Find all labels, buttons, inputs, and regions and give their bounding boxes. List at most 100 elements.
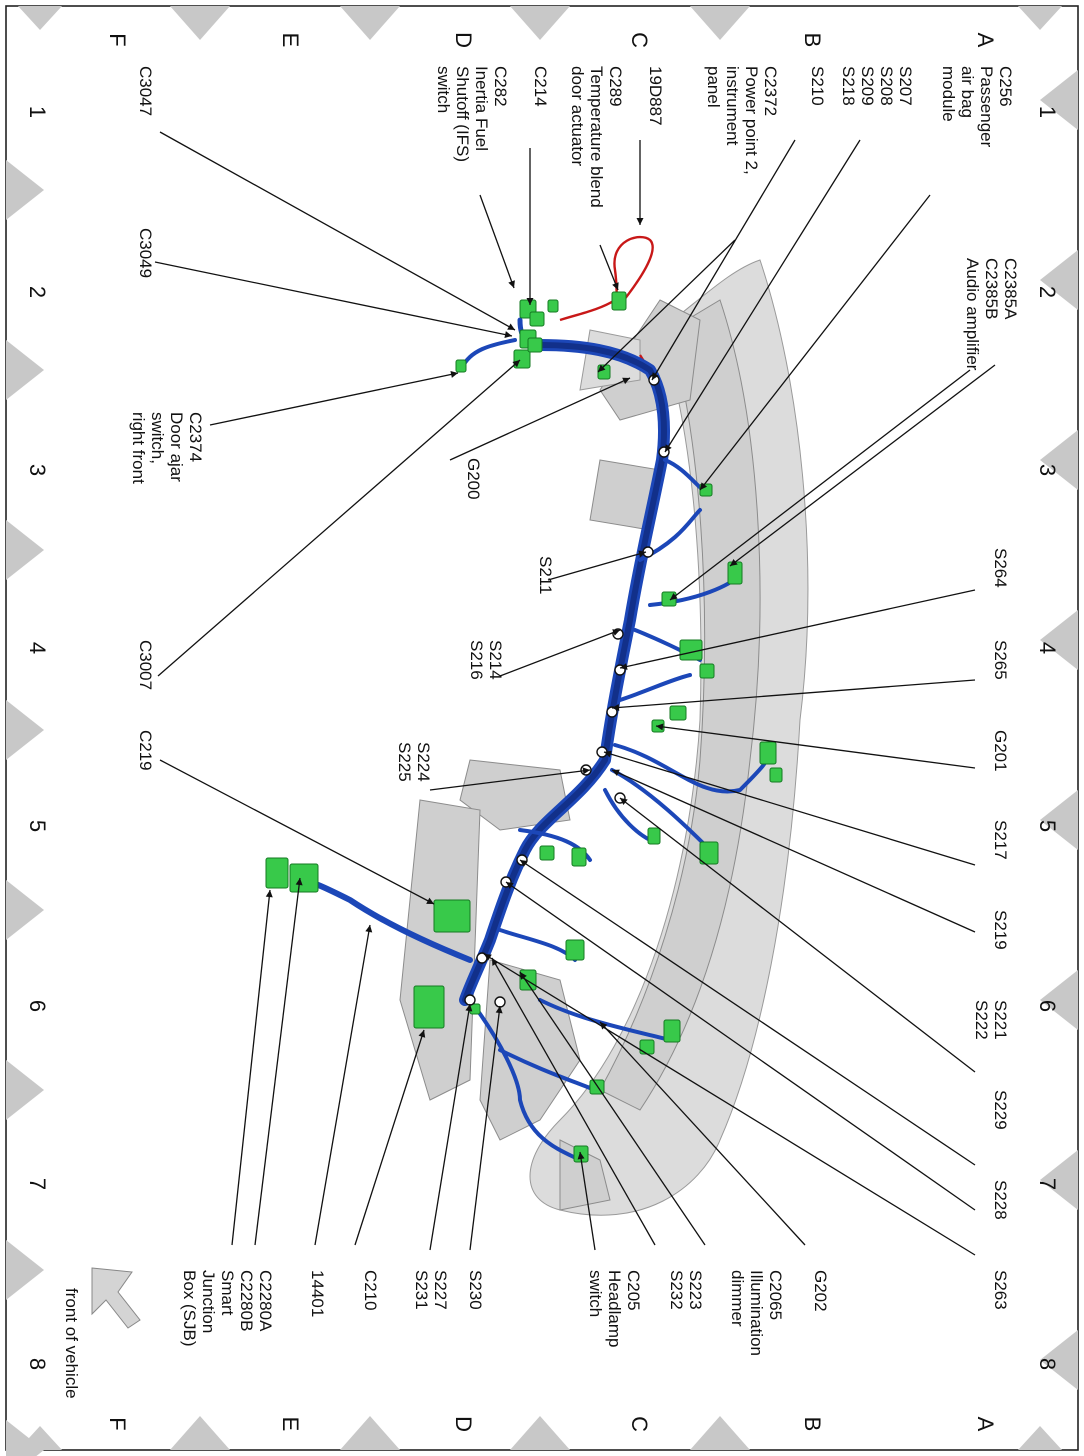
callout-line: 19D887 bbox=[646, 66, 665, 126]
grid-row-label: B bbox=[800, 1417, 825, 1432]
connector-block bbox=[413, 985, 445, 1029]
border-triangle bbox=[1040, 430, 1078, 490]
leader-line bbox=[231, 889, 271, 1246]
grid-row-label: F bbox=[105, 1417, 130, 1430]
border-triangle bbox=[340, 6, 400, 40]
leader-arrowhead bbox=[582, 767, 590, 775]
border-triangle bbox=[1018, 1426, 1062, 1450]
callout-line: G200 bbox=[464, 458, 483, 500]
connector-block bbox=[527, 337, 543, 353]
callout-line: S208 bbox=[877, 66, 896, 106]
connector-block bbox=[289, 863, 319, 893]
callout-line: C289 bbox=[606, 66, 625, 107]
border-triangle bbox=[6, 340, 44, 400]
leader-arrowhead bbox=[612, 282, 619, 290]
callout-line: S264 bbox=[991, 548, 1010, 588]
callout-c210: C210 bbox=[361, 1270, 380, 1311]
grid-column-label: 2 bbox=[1035, 286, 1060, 298]
callout-line: C2065 bbox=[766, 1270, 785, 1320]
callout-g201: G201 bbox=[991, 730, 1010, 772]
callout-line: S216 bbox=[467, 640, 486, 680]
border-triangle bbox=[340, 1416, 400, 1450]
callout-s265: S265 bbox=[991, 640, 1010, 680]
callout-line: C205 bbox=[624, 1270, 643, 1311]
grid-column-label: 2 bbox=[25, 286, 50, 298]
callout-line: C2374 bbox=[186, 412, 205, 462]
splice-marker bbox=[494, 996, 506, 1008]
grid-column-label: 5 bbox=[1035, 820, 1060, 832]
border-triangle bbox=[1040, 1330, 1078, 1390]
leader-line bbox=[579, 1151, 596, 1251]
callout-s227: S227S231 bbox=[412, 1270, 450, 1310]
callout-line: C214 bbox=[531, 66, 550, 107]
callout-line: Power point 2, bbox=[742, 66, 761, 175]
leader-arrowhead bbox=[620, 663, 628, 670]
callout-line: S265 bbox=[991, 640, 1010, 680]
border-triangle bbox=[1040, 1150, 1078, 1210]
callout-line: S222 bbox=[972, 1000, 991, 1040]
grid-row-label: A bbox=[973, 33, 998, 48]
callout-line: C210 bbox=[361, 1270, 380, 1311]
callout-labels: C256Passengerair bagmoduleS207S208S209S2… bbox=[129, 66, 1020, 1356]
connector-block bbox=[663, 1019, 681, 1043]
callout-line: Door ajar bbox=[167, 412, 186, 482]
leader-line bbox=[159, 131, 516, 331]
border-triangles bbox=[6, 6, 1078, 1456]
border-triangle bbox=[6, 1060, 44, 1120]
leader-arrowhead bbox=[526, 298, 534, 305]
grid-row-label: A bbox=[973, 1417, 998, 1432]
leader-arrowhead bbox=[612, 769, 620, 777]
grid-column-label: 8 bbox=[25, 1358, 50, 1370]
callout-line: switch, bbox=[148, 412, 167, 464]
callout-c256: C256Passengerair bagmodule bbox=[939, 66, 1015, 148]
leader-line bbox=[479, 194, 515, 289]
border-triangle bbox=[18, 1426, 62, 1450]
connector-block bbox=[669, 705, 687, 721]
callout-line: Box (SJB) bbox=[180, 1270, 199, 1347]
grid-row-label: E bbox=[278, 33, 303, 48]
border-triangle bbox=[6, 700, 44, 760]
leader-line bbox=[505, 881, 976, 1211]
grid-row-label: B bbox=[800, 33, 825, 48]
callout-line: C2372 bbox=[761, 66, 780, 116]
connector-block bbox=[529, 311, 545, 327]
grid-column-label: 6 bbox=[1035, 1000, 1060, 1012]
leader-line bbox=[154, 261, 513, 337]
border-triangle bbox=[6, 1240, 44, 1300]
callout-line: 14401 bbox=[308, 1270, 327, 1317]
leader-arrowhead bbox=[418, 1030, 426, 1038]
callout-line: switch bbox=[434, 66, 453, 113]
connector-block bbox=[571, 847, 587, 867]
callout-line: C3049 bbox=[136, 228, 155, 278]
connector-block bbox=[679, 639, 703, 661]
grid-column-label: 7 bbox=[1035, 1178, 1060, 1190]
callout-line: S219 bbox=[991, 910, 1010, 950]
callout-line: S217 bbox=[991, 820, 1010, 860]
leader-line bbox=[429, 769, 591, 791]
border-triangle bbox=[6, 880, 44, 940]
connector-block bbox=[769, 767, 783, 783]
callout-line: C219 bbox=[136, 730, 155, 771]
leader-arrowhead bbox=[730, 558, 738, 566]
connectors bbox=[265, 291, 783, 1163]
callout-s214: S214S216 bbox=[467, 640, 505, 680]
callout-line: S229 bbox=[991, 1090, 1010, 1130]
connector-block bbox=[455, 359, 467, 373]
leader-arrowhead bbox=[700, 482, 708, 490]
leader-arrowhead bbox=[636, 218, 644, 225]
leader-line bbox=[157, 359, 521, 677]
front-of-vehicle-label: front of vehicle bbox=[62, 1288, 81, 1399]
leader-lines bbox=[154, 131, 996, 1256]
callout-line: C3007 bbox=[136, 640, 155, 690]
border-triangle bbox=[1040, 790, 1078, 850]
leader-arrowhead bbox=[652, 372, 659, 380]
callout-line: S214 bbox=[486, 640, 505, 680]
connector-block bbox=[699, 663, 715, 679]
leader-arrowhead bbox=[365, 925, 373, 933]
grid-column-label: 3 bbox=[25, 464, 50, 476]
callout-line: S221 bbox=[991, 1000, 1010, 1040]
connector-block bbox=[433, 899, 471, 933]
leader-arrowhead bbox=[670, 592, 678, 600]
leader-line bbox=[449, 377, 631, 461]
